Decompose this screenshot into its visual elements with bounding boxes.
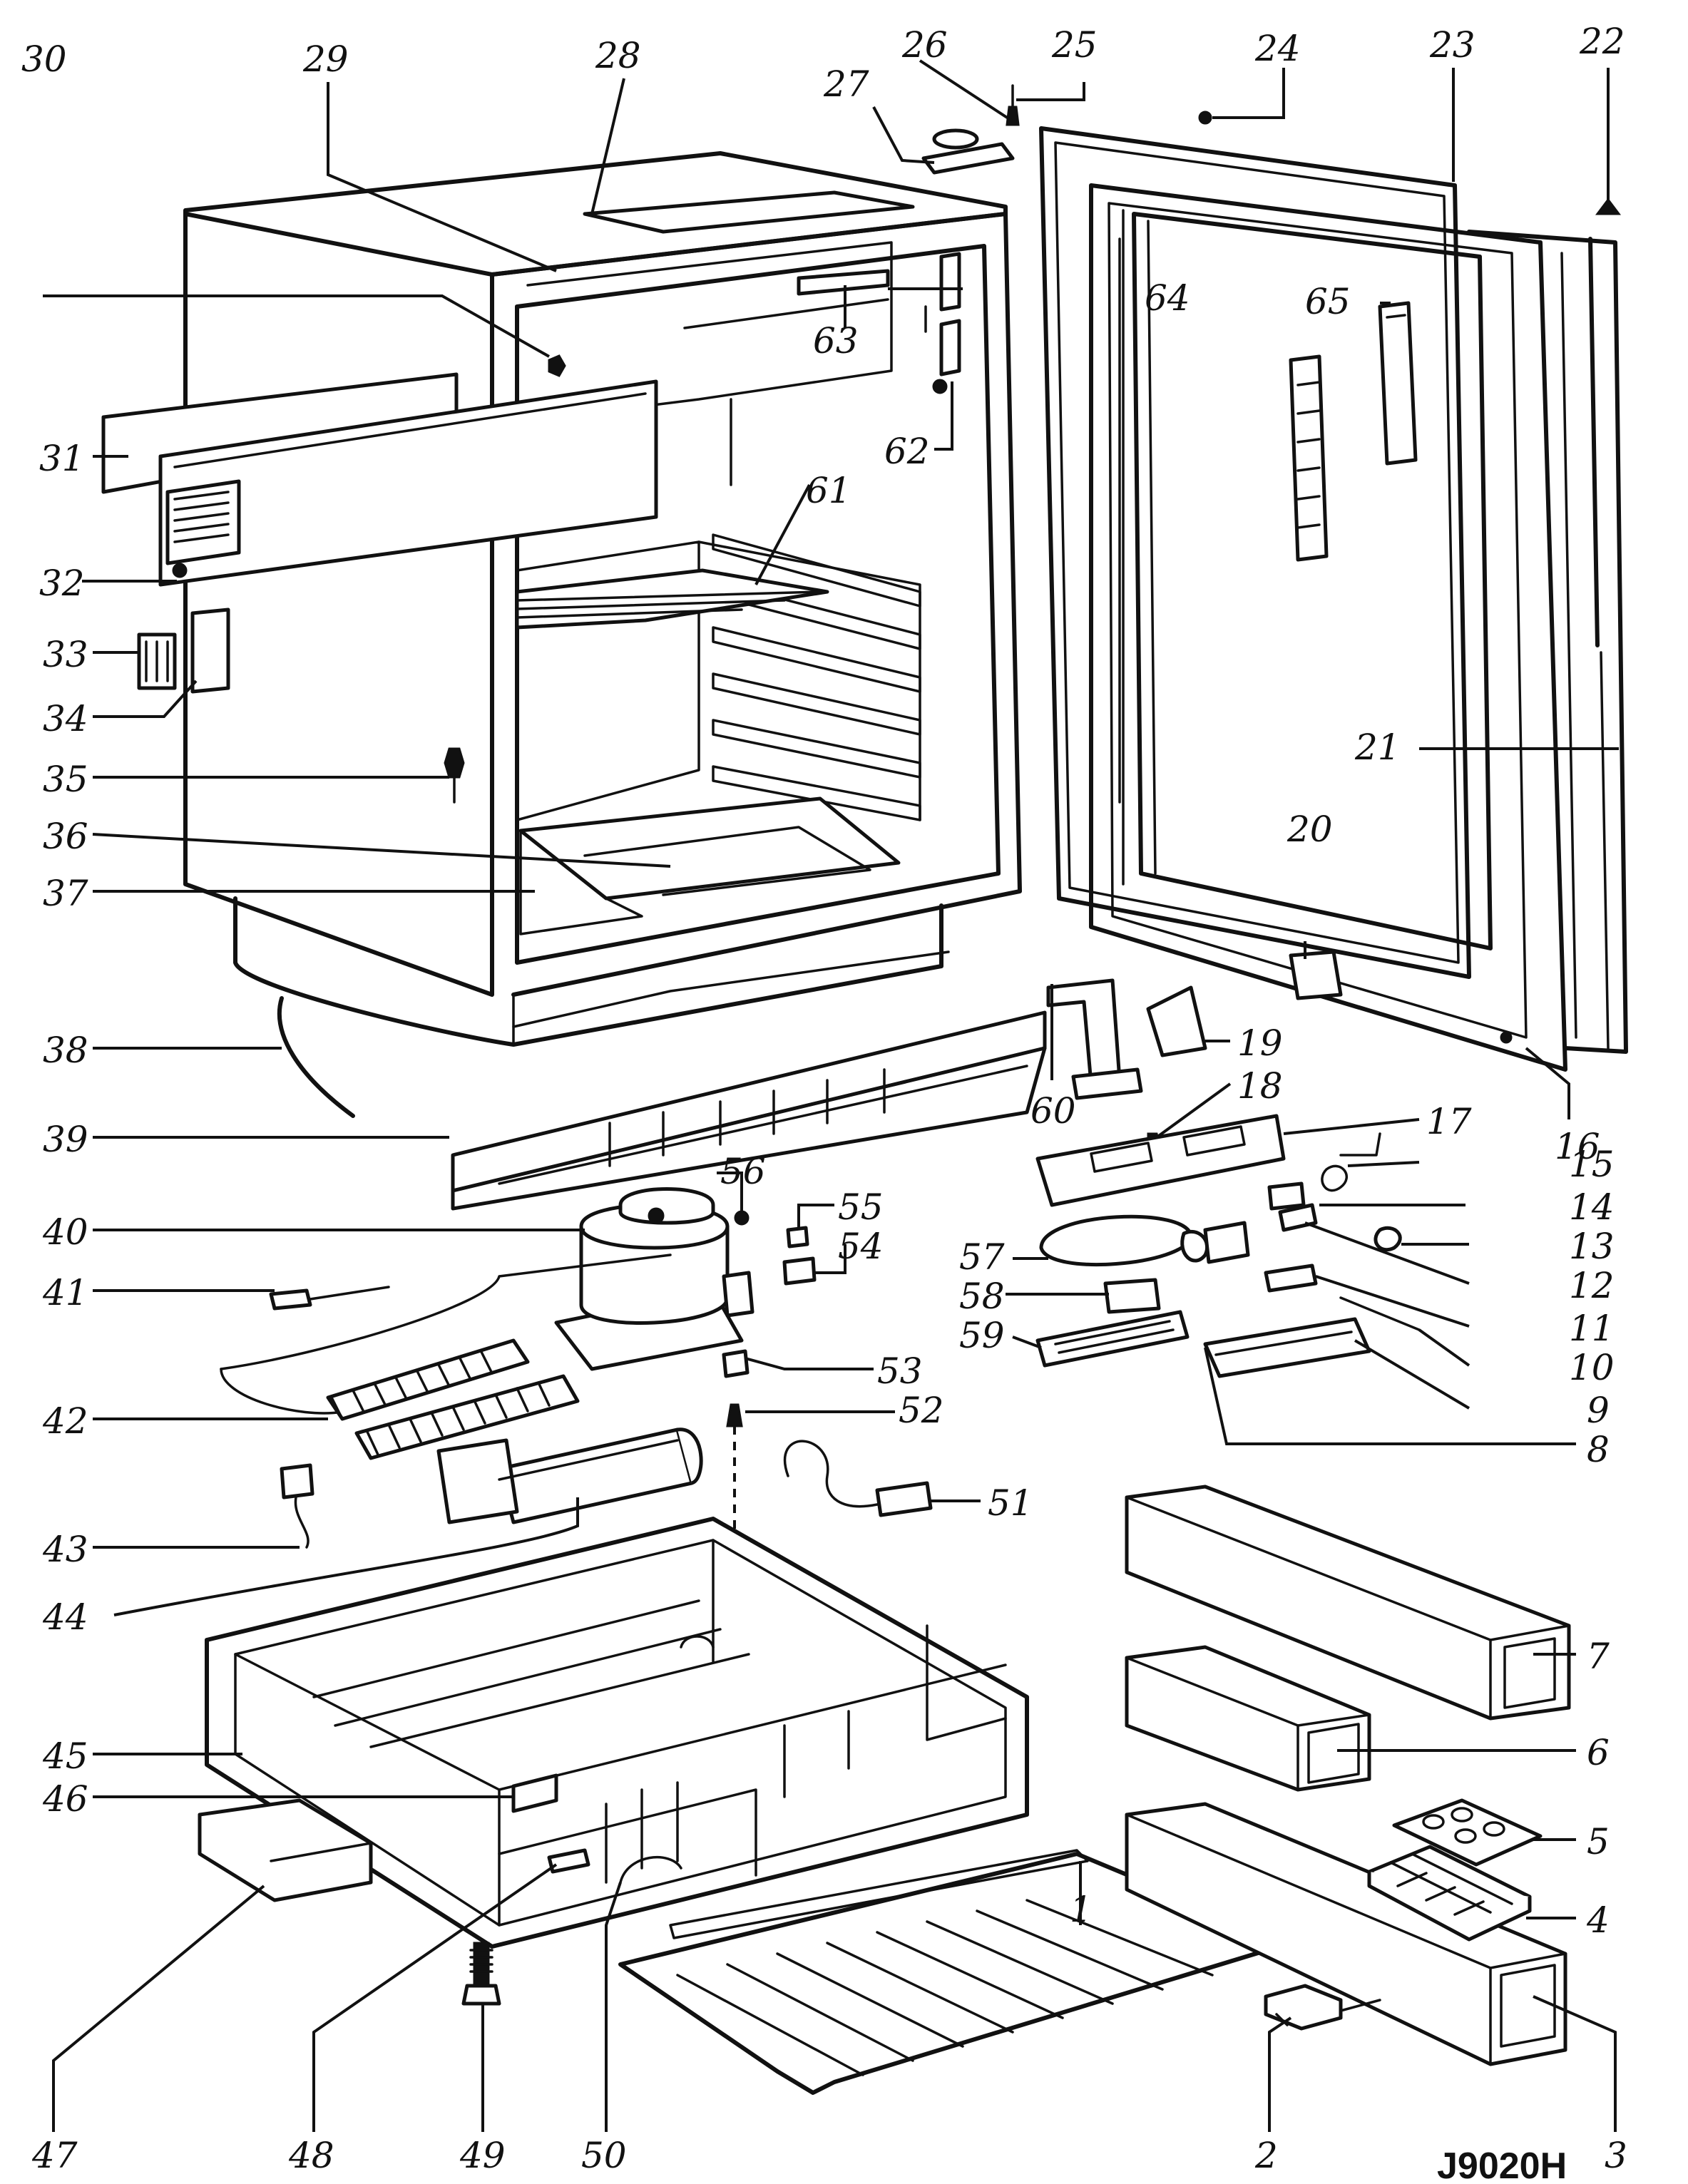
control-housing-parts bbox=[1035, 1114, 1421, 1378]
callout-1: 1 bbox=[1070, 1889, 1093, 1930]
callout-47: 47 bbox=[31, 2135, 78, 2176]
compressor bbox=[554, 1187, 755, 1371]
callout-36: 36 bbox=[43, 816, 88, 857]
drain-hose bbox=[277, 996, 355, 1118]
callout-41: 41 bbox=[42, 1272, 88, 1313]
side-small-parts bbox=[137, 607, 465, 804]
callout-60: 60 bbox=[1030, 1090, 1076, 1132]
callout-12: 12 bbox=[1569, 1265, 1615, 1306]
callout-35: 35 bbox=[43, 759, 88, 800]
callout-57: 57 bbox=[959, 1236, 1005, 1278]
callout-44: 44 bbox=[42, 1596, 88, 1638]
callout-56: 56 bbox=[720, 1151, 766, 1192]
callout-39: 39 bbox=[43, 1119, 88, 1160]
callout-9: 9 bbox=[1587, 1390, 1610, 1431]
callout-52: 52 bbox=[899, 1390, 944, 1431]
callout-64: 64 bbox=[1145, 277, 1190, 319]
callout-62: 62 bbox=[884, 431, 930, 472]
callout-33: 33 bbox=[43, 634, 88, 675]
callout-54: 54 bbox=[838, 1226, 884, 1267]
crisper-drawers bbox=[518, 796, 901, 935]
callout-11: 11 bbox=[1569, 1308, 1615, 1349]
relay bbox=[280, 1463, 314, 1549]
callout-23: 23 bbox=[1429, 24, 1475, 66]
callout-29: 29 bbox=[302, 39, 349, 80]
callout-25: 25 bbox=[1051, 24, 1098, 66]
callout-24: 24 bbox=[1254, 28, 1301, 69]
cabinet-body bbox=[183, 151, 1022, 1047]
callout-22: 22 bbox=[1579, 21, 1625, 62]
grid-shelf bbox=[618, 1849, 1293, 2095]
callout-48: 48 bbox=[288, 2135, 334, 2176]
callout-31: 31 bbox=[39, 438, 85, 479]
slide-rail bbox=[198, 1798, 373, 1902]
callout-46: 46 bbox=[42, 1778, 88, 1820]
callout-63: 63 bbox=[813, 320, 859, 362]
callout-43: 43 bbox=[42, 1529, 88, 1570]
door-assembly bbox=[921, 84, 1628, 1072]
door-bin-bottom bbox=[1125, 1802, 1567, 2066]
callout-28: 28 bbox=[595, 35, 641, 76]
callout-labels: 30 29 28 27 26 25 24 23 22 64 65 63 62 6… bbox=[21, 21, 1627, 2184]
wire-shelf bbox=[515, 568, 829, 630]
leveling-foot bbox=[461, 1942, 501, 2006]
callout-53: 53 bbox=[877, 1350, 923, 1392]
callout-5: 5 bbox=[1587, 1821, 1610, 1862]
condenser-coils bbox=[220, 1254, 672, 1460]
callout-3: 3 bbox=[1605, 2135, 1627, 2176]
power-cord bbox=[783, 1440, 933, 1517]
callout-37: 37 bbox=[43, 873, 88, 914]
callout-50: 50 bbox=[581, 2135, 627, 2176]
callout-58: 58 bbox=[959, 1276, 1005, 1317]
callout-45: 45 bbox=[42, 1736, 88, 1777]
bracket bbox=[1264, 1984, 1381, 2031]
compressor-fittings bbox=[722, 1210, 817, 1533]
fan-motor bbox=[436, 1427, 703, 1524]
callout-2: 2 bbox=[1254, 2135, 1278, 2176]
callout-32: 32 bbox=[39, 563, 85, 604]
callout-14: 14 bbox=[1569, 1186, 1615, 1228]
callout-8: 8 bbox=[1587, 1429, 1610, 1470]
callout-55: 55 bbox=[838, 1186, 884, 1228]
callout-6: 6 bbox=[1587, 1732, 1610, 1773]
callout-17: 17 bbox=[1426, 1101, 1472, 1142]
drawing-code: J9020H bbox=[1437, 2145, 1567, 2184]
callout-10: 10 bbox=[1569, 1347, 1615, 1388]
callout-26: 26 bbox=[901, 24, 948, 66]
callout-49: 49 bbox=[459, 2135, 506, 2176]
door-bin-large bbox=[1125, 1485, 1571, 1721]
callout-4: 4 bbox=[1586, 1900, 1610, 1941]
callout-34: 34 bbox=[43, 698, 88, 739]
callout-38: 38 bbox=[43, 1030, 88, 1071]
callout-27: 27 bbox=[823, 63, 869, 105]
egg-tray bbox=[1392, 1798, 1543, 1867]
callout-61: 61 bbox=[806, 470, 851, 511]
ice-cube-tray bbox=[1367, 1845, 1532, 1942]
callout-19: 19 bbox=[1237, 1022, 1283, 1064]
door-bin-medium bbox=[1125, 1645, 1371, 1792]
callout-18: 18 bbox=[1237, 1065, 1283, 1107]
callout-13: 13 bbox=[1569, 1226, 1615, 1267]
callout-51: 51 bbox=[988, 1482, 1033, 1524]
shelf-rails bbox=[712, 533, 921, 821]
callout-59: 59 bbox=[959, 1315, 1005, 1356]
callout-42: 42 bbox=[42, 1400, 88, 1442]
callout-21: 21 bbox=[1354, 727, 1401, 768]
leader-lines bbox=[43, 59, 1619, 2132]
kickplate bbox=[451, 1010, 1047, 1211]
drawer-front-panel bbox=[101, 372, 658, 587]
callout-16: 16 bbox=[1555, 1126, 1600, 1167]
callout-65: 65 bbox=[1305, 281, 1351, 322]
callout-20: 20 bbox=[1287, 809, 1333, 850]
callout-15: 15 bbox=[1569, 1144, 1615, 1185]
callout-7: 7 bbox=[1587, 1636, 1610, 1677]
callout-40: 40 bbox=[42, 1211, 88, 1253]
callout-30: 30 bbox=[21, 39, 67, 80]
